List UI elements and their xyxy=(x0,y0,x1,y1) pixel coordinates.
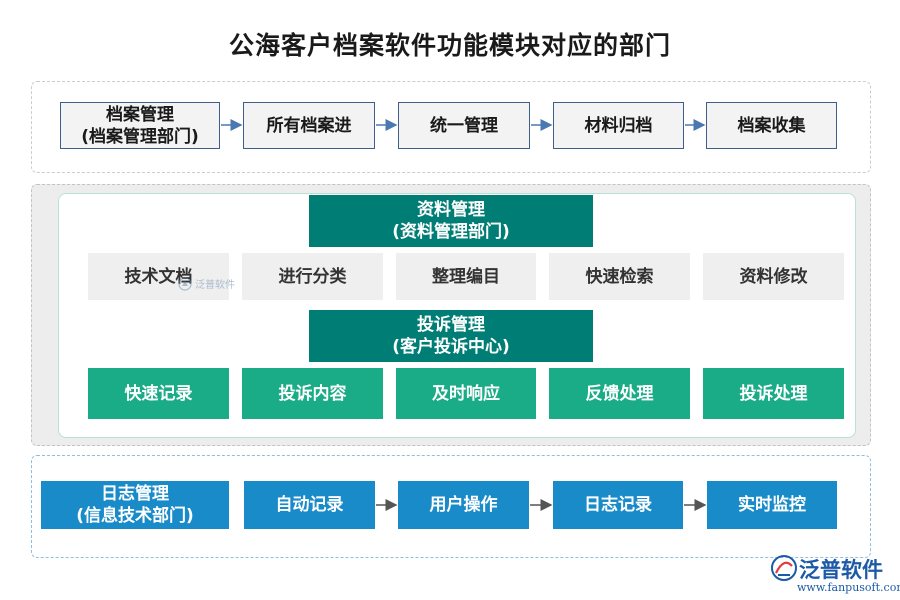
complaints-item-quick-record: 快速记录 xyxy=(88,368,229,419)
materials-item-technical-docs: 技术文档 xyxy=(88,253,229,300)
brand-logo-icon xyxy=(178,276,192,291)
watermark-small: 泛普软件 xyxy=(178,276,235,291)
archive-step-unified-management-box: 统一管理 xyxy=(398,102,530,149)
brand-mark-icon xyxy=(771,555,797,581)
brand-logo: 泛普软件 www.fanpusoft.com xyxy=(770,554,900,598)
log-management-box: 日志管理 (信息技术部门) xyxy=(41,481,229,529)
archive-step-all-archives-box: 所有档案进 xyxy=(243,102,375,149)
complaints-item-feedback: 反馈处理 xyxy=(549,368,690,419)
watermark-small-text: 泛普软件 xyxy=(195,280,235,291)
archive-management-box: 档案管理 (档案管理部门) xyxy=(60,102,220,149)
log-step-log-record-box: 日志记录 xyxy=(553,481,683,529)
materials-item-modify: 资料修改 xyxy=(703,253,844,300)
log-step-user-operation-box: 用户操作 xyxy=(398,481,529,529)
archive-step-filing-box: 材料归档 xyxy=(553,102,684,149)
brand-url: www.fanpusoft.com xyxy=(797,581,900,594)
materials-management-header: 资料管理 (资料管理部门) xyxy=(309,195,593,247)
materials-item-classify: 进行分类 xyxy=(242,253,383,300)
archive-step-collection-box: 档案收集 xyxy=(706,102,837,149)
complaints-management-header: 投诉管理 (客户投诉中心) xyxy=(309,310,593,362)
page-title: 公海客户档案软件功能模块对应的部门 xyxy=(228,31,671,60)
log-step-realtime-monitor-box: 实时监控 xyxy=(707,481,837,529)
materials-item-catalog: 整理编目 xyxy=(396,253,536,300)
complaints-item-handling: 投诉处理 xyxy=(703,368,844,419)
complaints-item-timely-response: 及时响应 xyxy=(396,368,536,419)
complaints-item-content: 投诉内容 xyxy=(242,368,383,419)
brand-name: 泛普软件 xyxy=(799,558,883,582)
materials-item-quick-search: 快速检索 xyxy=(549,253,690,300)
log-step-auto-record-box: 自动记录 xyxy=(244,481,375,529)
